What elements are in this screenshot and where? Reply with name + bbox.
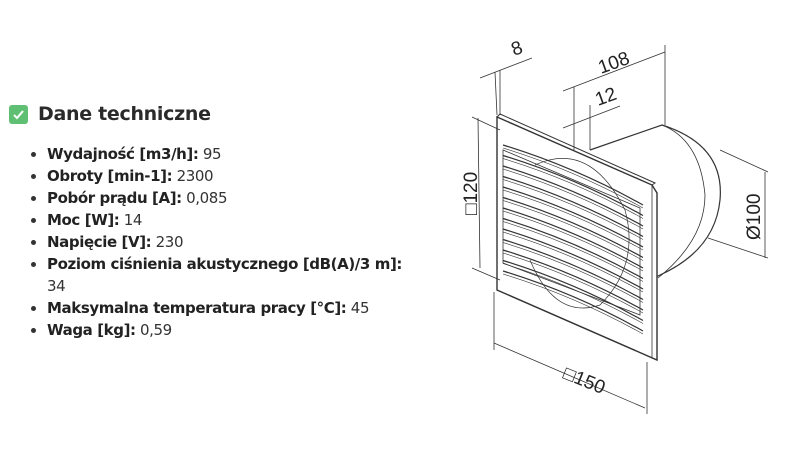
check-box-icon — [9, 104, 28, 124]
grille-slat — [502, 228, 644, 290]
grille-slat — [502, 242, 644, 303]
grille-slat — [502, 221, 644, 282]
grille-slat — [502, 259, 644, 322]
dim-inner-height: □120 — [461, 172, 482, 215]
spec-item: Wydajność [m3/h]: 95 — [47, 143, 427, 165]
spec-item: Obroty [min-1]: 2300 — [47, 165, 427, 187]
spec-list: Wydajność [m3/h]: 95 Obroty [min-1]: 230… — [28, 143, 427, 341]
dimension-lines — [471, 45, 769, 414]
grille-slat — [502, 165, 644, 227]
grille-slat — [502, 249, 644, 311]
grille-slat — [502, 168, 644, 230]
grille-slat — [502, 238, 644, 301]
grille-slat — [502, 200, 644, 261]
spec-item: Napięcie [V]: 230 — [47, 231, 427, 253]
grille-slats — [502, 144, 644, 335]
spec-item: Maksymalna temperatura pracy [°C]: 45 — [47, 297, 427, 319]
grille-slat — [502, 273, 644, 335]
dim-panel-width: □150 — [560, 363, 608, 399]
spec-item: Poziom ciśnienia akustycznego [dB(A)/3 m… — [47, 253, 427, 297]
grille-slat — [502, 179, 644, 240]
spec-item: Moc [W]: 14 — [47, 209, 427, 231]
grille-slat — [502, 175, 644, 238]
grille-slat — [502, 263, 644, 324]
dim-panel-depth: 8 — [509, 37, 526, 60]
grille-slat — [502, 270, 644, 332]
grille-slat — [502, 154, 644, 217]
grille-slat — [502, 210, 644, 272]
dim-gap-depth: 12 — [593, 84, 620, 111]
grille-slat — [502, 231, 644, 293]
fan-technical-drawing: 8 108 12 □120 Ø100 □150 — [461, 37, 769, 414]
spec-item: Waga [kg]: 0,59 — [47, 319, 427, 341]
section-title: Dane techniczne — [38, 103, 211, 125]
grille-slat — [502, 252, 644, 314]
grille-slat — [502, 207, 644, 269]
dim-total-depth: 108 — [596, 48, 633, 79]
grille-slat — [502, 147, 644, 209]
grille-slat — [502, 186, 644, 248]
grille-slat — [502, 189, 644, 251]
grille-slat — [502, 158, 644, 219]
grille-slat — [502, 144, 644, 206]
section-heading: Dane techniczne — [9, 103, 211, 125]
grille-slat — [502, 196, 644, 259]
dim-diameter: Ø100 — [744, 194, 765, 240]
spec-item: Pobór prądu [A]: 0,085 — [47, 187, 427, 209]
grille-slat — [502, 217, 644, 280]
